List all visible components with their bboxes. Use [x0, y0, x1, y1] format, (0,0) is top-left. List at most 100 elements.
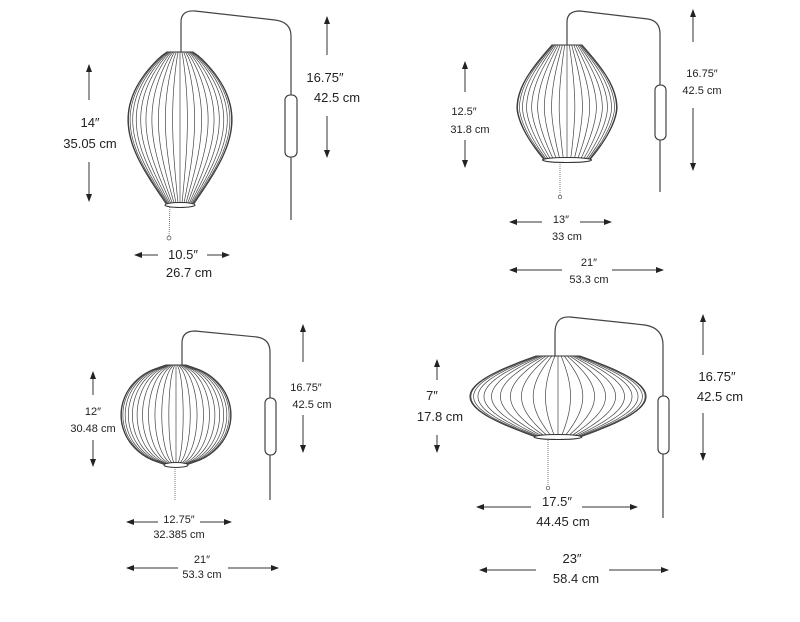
shade-rib [129, 51, 168, 206]
shade-rib [580, 44, 615, 161]
height-inches: 12.5″ [451, 106, 476, 118]
shade [120, 364, 232, 469]
shade-rib [179, 364, 198, 466]
shade-rib [560, 355, 571, 438]
shade-rib [537, 44, 559, 161]
shade [516, 44, 618, 164]
shade-rib [142, 364, 171, 466]
shade-rib [168, 364, 176, 466]
width-inches: 13″ [553, 214, 569, 226]
wall-arm [554, 316, 664, 396]
shade-rib [543, 44, 561, 161]
shade-rib [558, 44, 566, 161]
shade-rib [128, 51, 168, 206]
arm-tube [264, 397, 277, 456]
shade-rib [180, 364, 204, 466]
shade-rib [185, 364, 228, 466]
shade-rib [181, 51, 188, 206]
shade-rib [121, 364, 167, 466]
height-cm: 35.05 cm [63, 136, 116, 151]
arm-cm: 42.5 cm [682, 85, 721, 97]
shade-rib [483, 355, 540, 438]
shade-rib [510, 355, 547, 438]
shade-rib [135, 51, 170, 206]
shade-rib [183, 51, 195, 206]
depth-inches: 23″ [562, 551, 581, 566]
shade-rib [176, 364, 184, 466]
shade-rib [172, 51, 179, 206]
depth-cm: 58.4 cm [553, 571, 599, 586]
shade-rib [124, 364, 167, 466]
shade-rib [128, 364, 168, 466]
lamp-pear: 12.5″ 31.8 cm 16.75″ 42.5 cm 13″ 33 cm 2… [450, 9, 722, 286]
pull-chain-bead [557, 194, 563, 200]
shade-rib [578, 355, 643, 438]
shade-rib [473, 355, 538, 438]
shade-rib [185, 364, 231, 466]
shade-rib [580, 44, 612, 161]
wall-arm [180, 10, 292, 95]
arm-inches: 16.75″ [290, 382, 322, 394]
shade-rib [575, 44, 597, 161]
shade-rib [191, 51, 228, 206]
shade-rib [186, 51, 209, 206]
shade-rib [185, 364, 230, 466]
arm-tube [284, 94, 298, 158]
shade-rib [500, 355, 544, 438]
shade-rib [572, 355, 616, 438]
shade-rib [579, 355, 646, 438]
arm-cm: 42.5 cm [314, 90, 360, 105]
shade-rib [151, 51, 174, 206]
shade-rib [132, 364, 169, 466]
shade-rib [566, 355, 595, 438]
arm-tube [654, 84, 667, 141]
shade-bottom-ring [164, 201, 196, 209]
shade-rib [581, 44, 617, 161]
shade-rib [470, 355, 537, 438]
wall-arm [566, 10, 661, 85]
shade-rib [477, 355, 539, 438]
arm-cm: 42.5 cm [697, 389, 743, 404]
shade-rib [190, 51, 225, 206]
shade-rib [122, 364, 167, 466]
shade-rib [148, 364, 172, 466]
shade-rib [551, 44, 563, 161]
shade-rib [569, 355, 606, 438]
depth-inches: 21″ [581, 257, 597, 269]
width-inches: 12.75″ [163, 514, 195, 526]
arm-inches: 16.75″ [698, 369, 736, 384]
shade-rib [519, 44, 554, 161]
shade-rib [158, 51, 175, 206]
shade-rib [184, 364, 224, 466]
shade [469, 355, 647, 441]
width-cm: 32.385 cm [153, 529, 204, 541]
shade-rib [563, 355, 584, 438]
lamp-saucer: 7″ 17.8 cm 16.75″ 42.5 cm 17.5″ 44.45 cm… [417, 314, 743, 586]
shade-rib [165, 51, 177, 206]
shade-rib [578, 44, 608, 161]
shade-rib [136, 364, 170, 466]
shade-rib [192, 51, 232, 206]
shade [127, 51, 233, 209]
lamp-ball: 12″ 30.48 cm 16.75″ 42.5 cm 12.75″ 32.38… [70, 324, 332, 581]
width-cm: 33 cm [552, 231, 582, 243]
depth-cm: 53.3 cm [569, 274, 608, 286]
wall-arm [181, 330, 271, 398]
pull-chain-bead [545, 485, 551, 491]
shade-rib [531, 44, 557, 161]
height-cm: 31.8 cm [450, 124, 489, 136]
width-inches: 17.5″ [542, 494, 572, 509]
shade-rib [526, 44, 556, 161]
arm-tube [657, 395, 670, 455]
height-cm: 17.8 cm [417, 409, 463, 424]
shade-rib [491, 355, 542, 438]
shade-rib [522, 44, 554, 161]
arm-inches: 16.75″ [306, 70, 344, 85]
shade-rib [181, 364, 210, 466]
shade-rib [188, 51, 215, 206]
shade-bottom-ring [541, 156, 593, 164]
shade-rib [573, 44, 591, 161]
width-inches: 10.5″ [168, 247, 198, 262]
